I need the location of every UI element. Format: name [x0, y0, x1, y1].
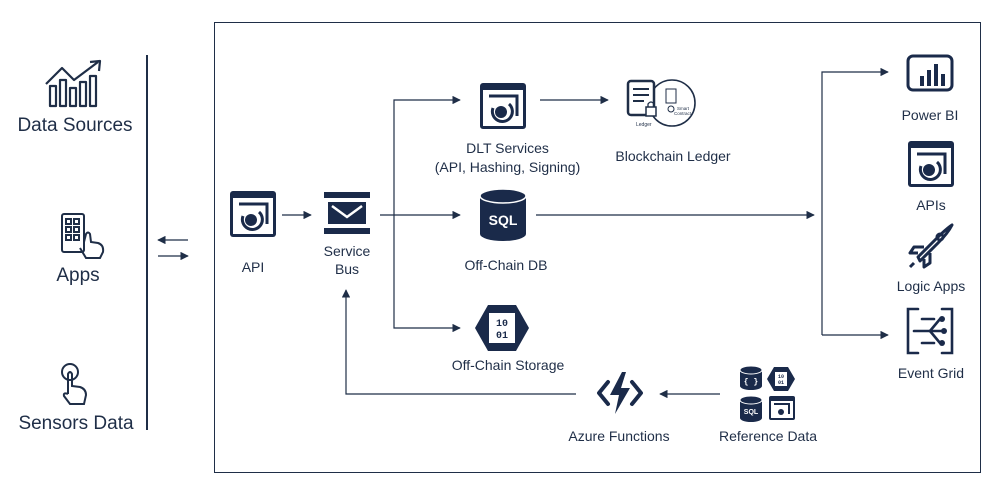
service-bus-label-line1: Service [323, 243, 371, 259]
dlt-services-label-line1: DLT Services [466, 140, 549, 156]
dlt-services-label-line2: (API, Hashing, Signing) [434, 159, 581, 175]
apis-label: APIs [916, 197, 946, 213]
service-bus-label-line2: Bus [334, 261, 360, 277]
sensors-data-label: Sensors Data [18, 413, 134, 434]
api-icon [229, 190, 277, 238]
api-label: API [241, 259, 265, 275]
dlt-services-icon [479, 82, 527, 130]
ref-storage-icon: 10 01 [767, 367, 795, 391]
contract-mini-text: Contract [674, 111, 692, 116]
arrow-out-powerbi [821, 67, 889, 335]
logic-apps-rocket-icon [906, 221, 956, 271]
service-bus-icon [322, 190, 372, 236]
arrow-bus-dlt [380, 95, 461, 216]
event-grid-label: Event Grid [897, 365, 965, 381]
sql-db-text: SQL [489, 212, 518, 228]
sensors-touch-icon [58, 362, 92, 408]
apis-icon [907, 140, 955, 188]
arrow-functions-bus [341, 289, 576, 395]
ref-json-text: { } [744, 378, 759, 387]
diagram-frame [214, 22, 981, 473]
off-chain-db-label: Off-Chain DB [464, 257, 548, 273]
storage-bits-bottom: 01 [496, 331, 508, 342]
off-chain-storage-label: Off-Chain Storage [451, 357, 565, 373]
data-sources-chart-icon [44, 58, 106, 108]
ref-bits-bottom: 01 [778, 380, 784, 386]
power-bi-label: Power BI [901, 107, 959, 123]
apps-label: Apps [56, 265, 100, 286]
ref-json-db-icon: { } [739, 365, 763, 390]
data-sources-label: Data Sources [17, 115, 133, 136]
reference-data-label: Reference Data [718, 428, 818, 444]
service-bus-label: Service Bus [312, 242, 382, 278]
left-divider [146, 55, 148, 430]
arrow-bus-storage [393, 215, 461, 333]
ref-sql-text: SQL [744, 409, 759, 416]
sql-database-icon: SQL [478, 188, 528, 242]
ref-bits-top: 10 [778, 374, 784, 380]
ledger-mini-text: Ledger [636, 122, 652, 128]
storage-bits-top: 10 [496, 319, 508, 330]
storage-hexagon-icon: 10 01 [474, 303, 530, 353]
event-grid-icon [904, 305, 956, 357]
blockchain-ledger-icon: Ledger Smart Contract [622, 73, 698, 135]
azure-functions-icon [596, 370, 644, 416]
blockchain-ledger-label: Blockchain Ledger [615, 148, 731, 164]
smart-mini-text: Smart [677, 106, 690, 111]
azure-functions-label: Azure Functions [568, 428, 670, 444]
reference-data-icons: { } 10 01 SQL [738, 364, 798, 424]
ref-sql-db-icon: SQL [739, 395, 763, 422]
dlt-services-label: DLT Services (API, Hashing, Signing) [420, 139, 595, 177]
apps-touch-icon [58, 212, 110, 260]
power-bi-icon [906, 54, 954, 94]
ref-api-icon [769, 396, 795, 420]
logic-apps-label: Logic Apps [896, 278, 966, 294]
